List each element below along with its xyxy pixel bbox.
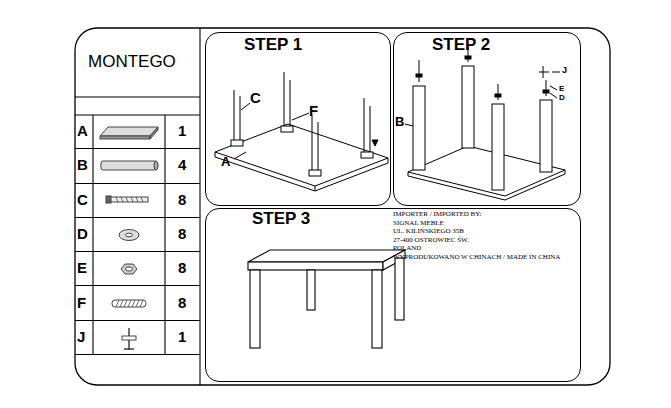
part-letter: D [77,226,88,243]
part-letter: B [77,157,88,174]
part-quantity: 8 [178,260,186,277]
parts-row: F8 [75,287,200,321]
part-quantity: 8 [178,295,186,312]
part-letter: E [77,260,87,277]
part-quantity: 8 [178,226,186,243]
importer-address: SIGNAL MEBLE [393,220,444,228]
part-callout: J [562,66,567,76]
part-callout: F [309,103,318,120]
part-letter: J [77,329,85,346]
step-panel: STEP 1 [205,32,391,206]
parts-row: C8 [75,184,200,218]
parts-row: B4 [75,149,200,183]
part-quantity: 8 [178,192,186,209]
part-quantity: 4 [178,157,186,174]
parts-row: A1 [75,115,200,149]
parts-row: D8 [75,218,200,252]
importer-address: POLAND [393,245,421,253]
part-callout: D [559,94,565,103]
part-letter: F [77,295,86,312]
importer-address: WYPRODUKOWANO W CHINACH / MADE IN CHINA [393,254,560,262]
part-callout: B [395,115,404,129]
part-callout: A [221,155,230,169]
step-heading: STEP 2 [432,36,490,55]
part-callout: C [250,90,261,107]
product-title: MONTEGO [88,52,176,72]
importer-address: IMPORTER / IMPORTED BY: [393,211,482,219]
part-quantity: 1 [178,329,186,346]
parts-row: E8 [75,252,200,286]
part-letter: A [77,123,88,140]
step-heading: STEP 1 [244,36,302,55]
part-callout: E [559,85,564,94]
step-panel: STEP 3 IMPORTER / IMPORTED BY:SIGNAL MEBL… [205,208,581,382]
part-letter: C [77,192,88,209]
step-heading: STEP 3 [252,210,310,229]
parts-row: J1 [75,321,200,355]
importer-address: 27-400 OSTROWIEC ŚW. [393,237,469,245]
importer-address: UL. KILIŃSKIEGO 35B [393,228,464,236]
step-panel: STEP 2 [393,32,581,206]
part-quantity: 1 [178,123,186,140]
